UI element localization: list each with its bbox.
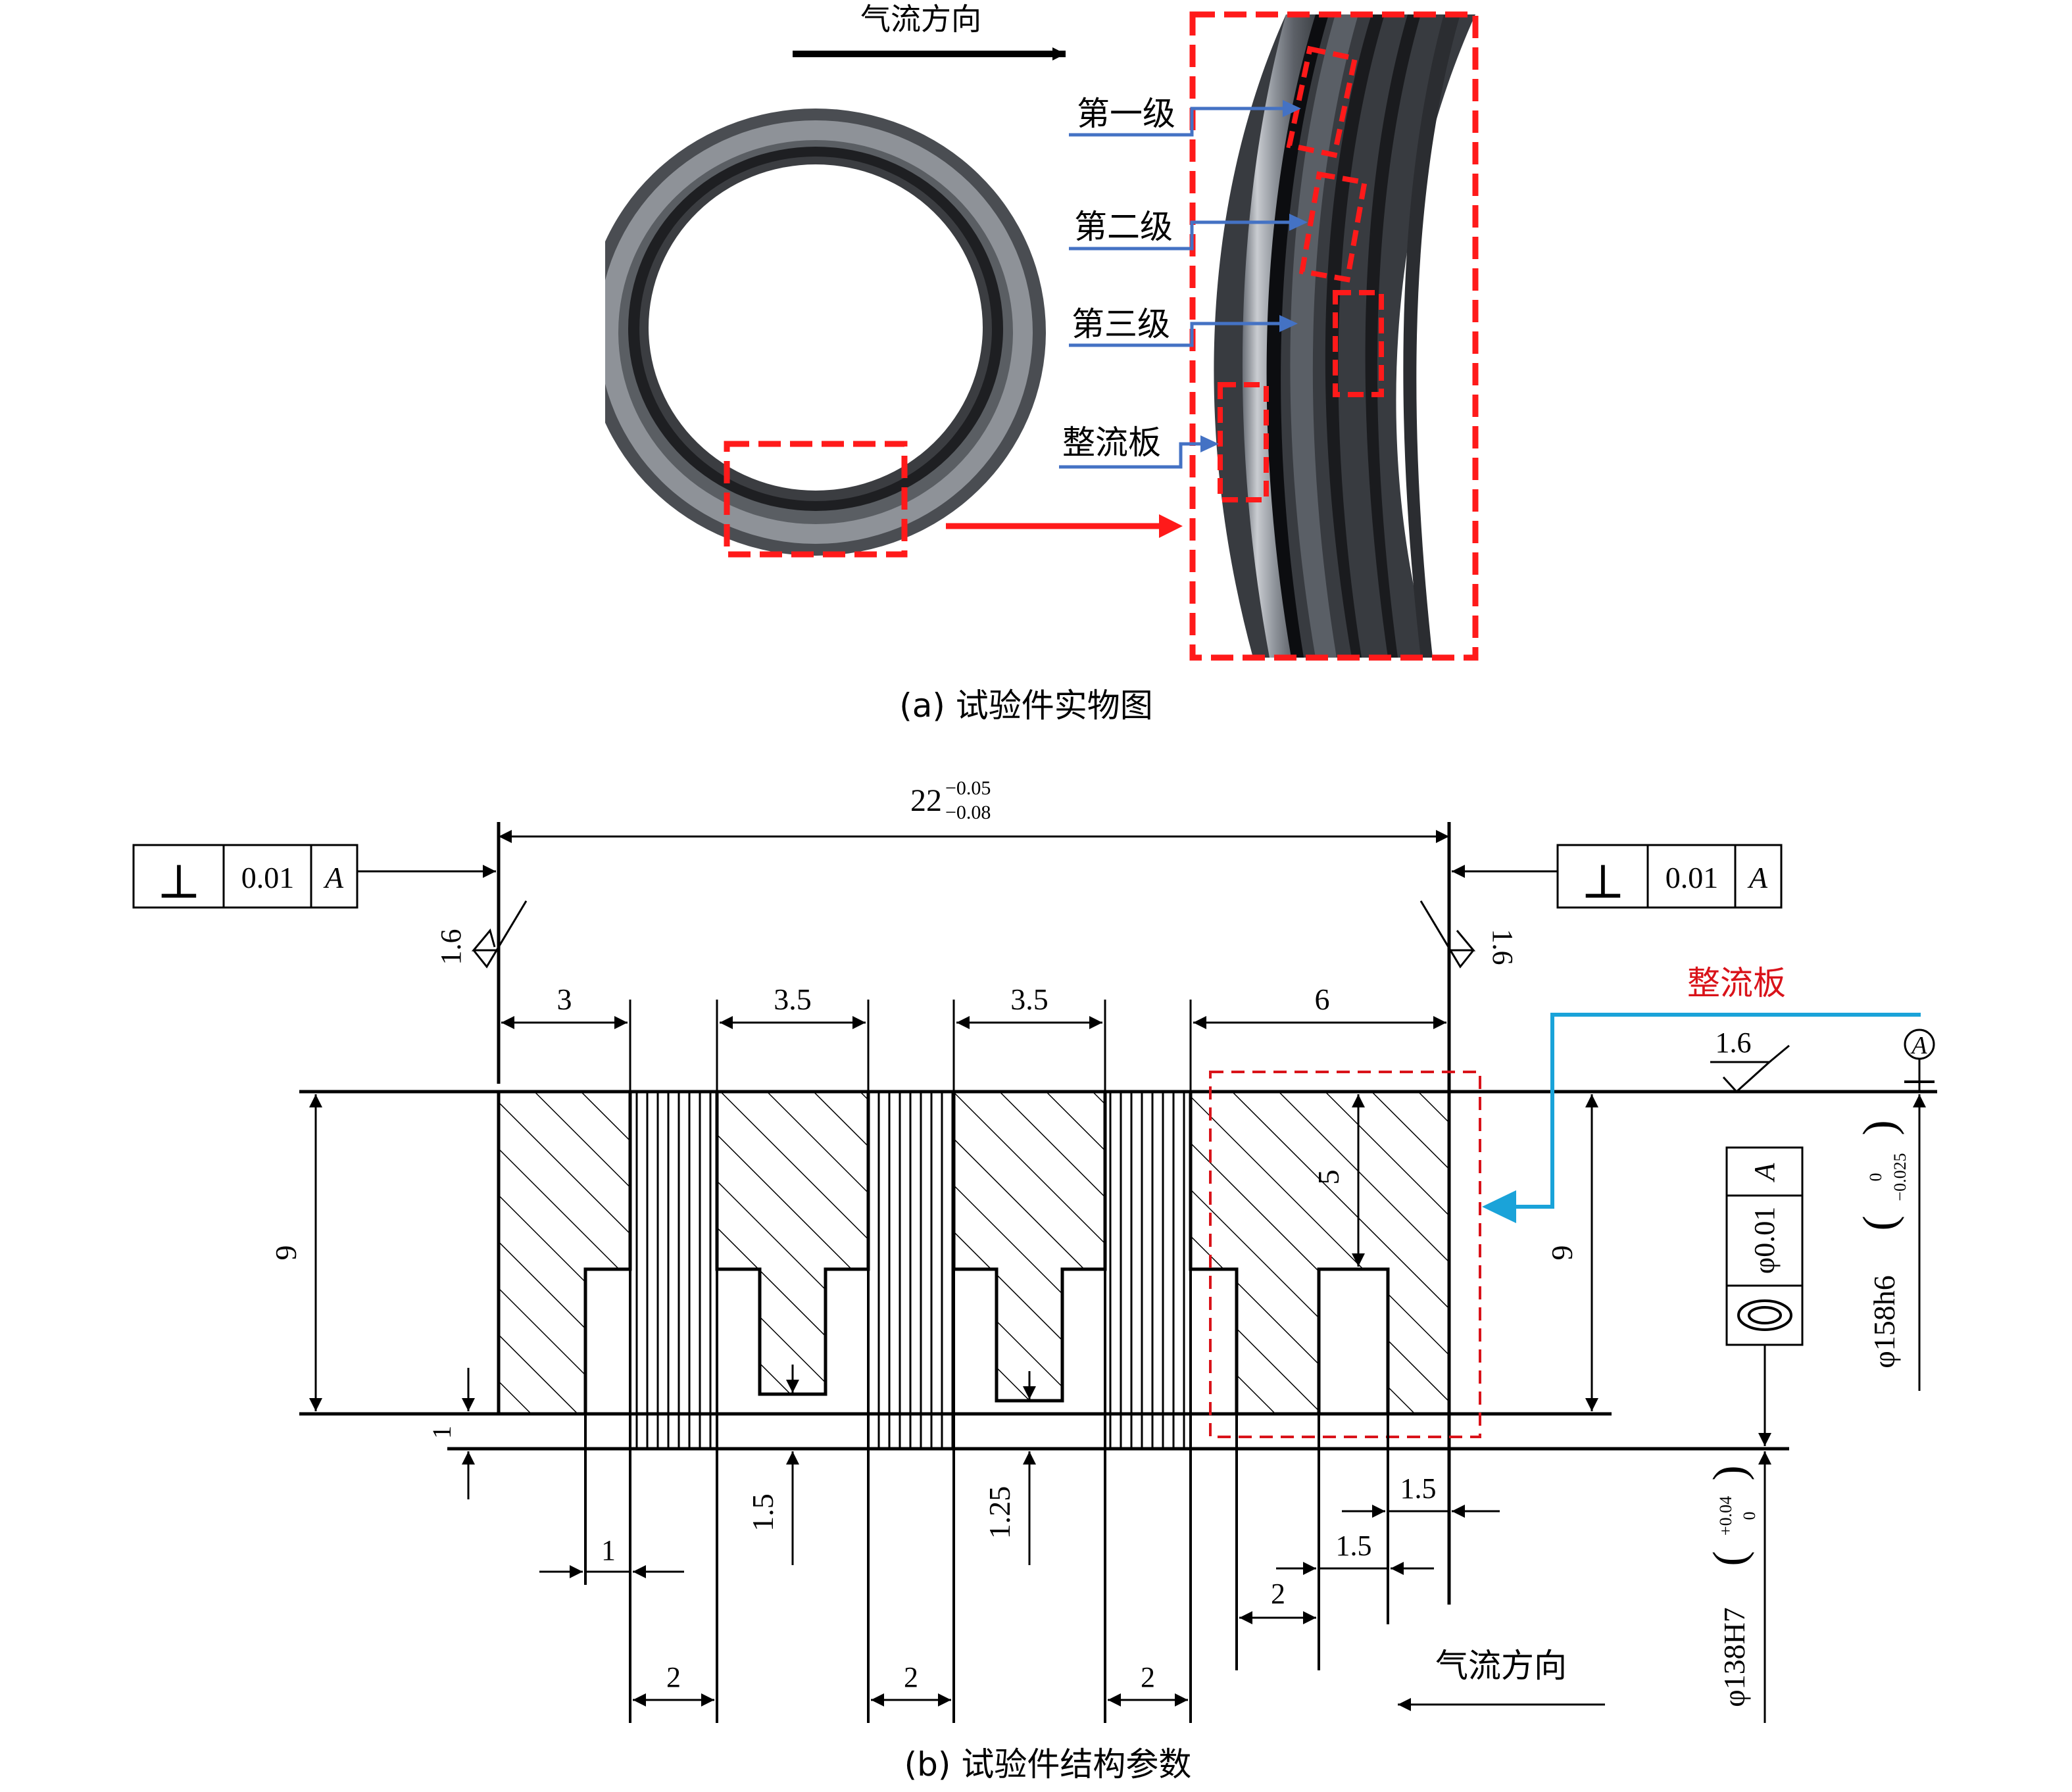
pointer-4: [1059, 442, 1200, 469]
gap-value-1: 2: [666, 1661, 681, 1693]
svg-text:(: (: [1854, 1215, 1905, 1230]
stage-label-2: 第二级: [1074, 208, 1173, 246]
stage3-box: [1333, 290, 1384, 397]
cavity-depth-value: 5: [1312, 1170, 1345, 1185]
cavity-depth-dim: 5: [1312, 1094, 1365, 1267]
perp-symbol-right: ⊥: [1581, 856, 1625, 908]
step-dim: 1: [427, 1368, 475, 1499]
overall-length-value: 22: [910, 783, 942, 818]
outer-diameter-lower: −0.025: [1890, 1153, 1910, 1201]
concentricity-value: φ0.01: [1748, 1207, 1781, 1274]
photo-panel: 气流方向: [585, 1, 1479, 725]
gap-value-3: 2: [1141, 1661, 1155, 1693]
segment-width-1: 3: [557, 982, 572, 1016]
stage-label-3: 第三级: [1072, 305, 1170, 343]
section-body: [497, 1090, 1451, 1450]
stage-label-4: 整流板: [1062, 424, 1161, 462]
gap-dims: 2 2 2 2: [633, 1578, 1316, 1707]
roughness-left: 1.6: [435, 900, 528, 969]
inner-diameter-dim: φ138H7 ( ) +0.04 0: [1704, 1451, 1771, 1723]
outer-diameter-dim: φ158h6 ( ) 0 −0.025: [1854, 1094, 1926, 1391]
gap-value-4: 2: [1271, 1578, 1285, 1610]
segment-width-2: 3.5: [774, 982, 812, 1016]
inner-diameter-label: φ138H7: [1717, 1607, 1751, 1707]
stage1-box: [1286, 45, 1358, 158]
perpendicularity-frame-left: ⊥ 0.01 A: [132, 844, 496, 909]
concentricity-frame: A φ0.01: [1725, 1146, 1804, 1446]
tooth-tip-depth-1: 1.5: [746, 1493, 779, 1532]
tooth-tip-dims: 1.5 1.25: [746, 1365, 1036, 1565]
outer-diameter-label: φ158h6: [1867, 1275, 1901, 1368]
concentricity-datum: A: [1748, 1162, 1781, 1182]
pointer-3: [1069, 322, 1279, 347]
overall-length-upper: −0.05: [945, 777, 991, 799]
concentricity-symbol: [1737, 1299, 1792, 1331]
overall-length-dim: 22 −0.05 −0.08: [499, 777, 1449, 843]
segment-width-3: 3.5: [1010, 982, 1048, 1016]
straightener-label: 整流板: [1687, 964, 1786, 1002]
segment-dims: 3 3.5 3.5 6: [501, 982, 1446, 1092]
inner-diameter-lower: 0: [1740, 1512, 1759, 1520]
straightener-leader: [1510, 1013, 1921, 1209]
tooth-tip-depth-2: 1.25: [983, 1486, 1016, 1539]
airflow-label-top: 气流方向: [860, 1, 981, 37]
roughness-top-value: 1.6: [1715, 1027, 1752, 1059]
gap-value-2: 2: [904, 1661, 918, 1693]
stage-label-1: 第一级: [1077, 95, 1175, 133]
roughness-left-value: 1.6: [435, 929, 467, 965]
svg-text:): ): [1854, 1120, 1905, 1135]
airflow-label-bottom: 气流方向: [1435, 1647, 1567, 1685]
outer-diameter-upper: 0: [1866, 1173, 1885, 1182]
plate-width-2: 1.5: [1400, 1472, 1437, 1505]
ring-photo: [585, 105, 1046, 559]
perp-value-right: 0.01: [1665, 861, 1719, 894]
pointer-2: [1069, 220, 1289, 251]
caption-a: (a) 试验件实物图: [899, 687, 1153, 725]
stage2-box: [1298, 171, 1368, 283]
datum-a-label: A: [1910, 1032, 1927, 1059]
tooth-width-dim: 1: [539, 1534, 684, 1578]
roughness-right-value: 1.6: [1487, 929, 1519, 965]
straightener-region-box: [1209, 1071, 1481, 1438]
perp-value-left: 0.01: [241, 861, 295, 894]
ring-selection-box: [724, 441, 908, 558]
height-left-value: 9: [269, 1246, 303, 1261]
perp-datum-right: A: [1747, 861, 1768, 894]
overall-length-lower: −0.08: [945, 802, 991, 823]
perpendicularity-frame-right: ⊥ 0.01 A: [1452, 844, 1783, 909]
svg-text:): ): [1704, 1465, 1755, 1480]
plate-width-1: 1.5: [1336, 1530, 1372, 1562]
tooth-width-value: 1: [601, 1534, 616, 1566]
height-right-dim: 9: [1545, 1094, 1598, 1411]
stage-labels: 第一级 第二级 第三级 整流板: [1059, 95, 1308, 469]
pointer-1: [1069, 107, 1283, 137]
perp-symbol-left: ⊥: [157, 856, 201, 908]
datum-a-symbol: A 1.6: [1710, 1027, 1935, 1094]
drawing-panel: 22 −0.05 −0.08 ⊥ 0.01 A ⊥ 0.01 A: [132, 777, 1937, 1783]
height-right-value: 9: [1545, 1246, 1579, 1261]
inner-diameter-upper: +0.04: [1716, 1496, 1735, 1536]
plate-width-dims: 1.5 1.5: [1276, 1472, 1500, 1575]
straightener-box: [1218, 382, 1269, 502]
caption-b: (b) 试验件结构参数: [904, 1745, 1192, 1783]
step-value: 1: [427, 1426, 456, 1439]
bottom-extension-lines: [584, 1414, 1389, 1723]
segment-width-4: 6: [1315, 982, 1330, 1016]
roughness-right: 1.6: [1419, 900, 1519, 969]
height-left-dim: 9: [269, 1094, 322, 1411]
svg-text:(: (: [1704, 1551, 1755, 1566]
perp-datum-left: A: [323, 861, 344, 894]
